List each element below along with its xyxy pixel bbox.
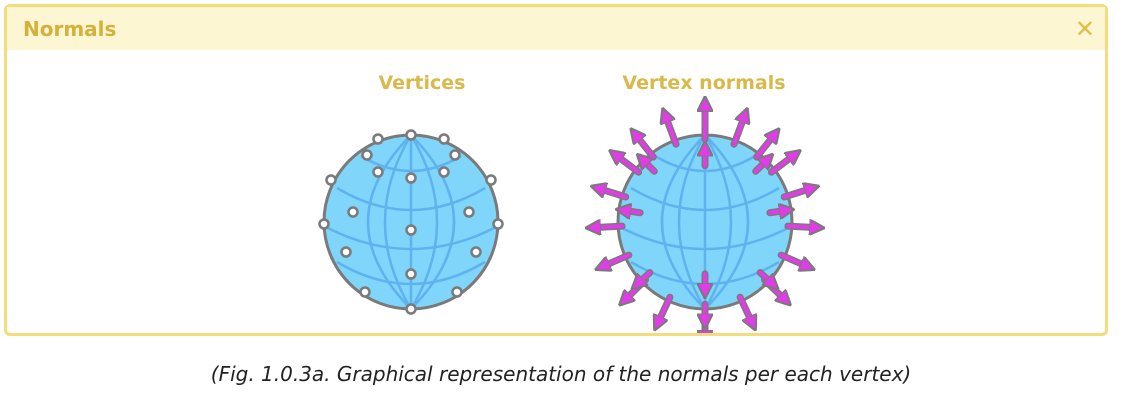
normal-arrow (731, 118, 744, 147)
normal-arrow (769, 157, 792, 175)
normal-arrow (618, 157, 641, 175)
normal-arrow (659, 295, 672, 321)
vertex-point (405, 129, 417, 141)
normal-arrow (596, 226, 625, 227)
vertex-point (492, 218, 504, 230)
vertices-label: Vertices (378, 72, 466, 94)
normal-arrow (626, 211, 643, 213)
vertex-point (470, 246, 482, 258)
vertex-point (438, 166, 450, 178)
normal-arrow (782, 189, 809, 200)
vertex-point (372, 133, 384, 145)
spheres-diagram (318, 50, 1105, 333)
vertex-point (463, 206, 475, 218)
normal-arrow (605, 253, 631, 265)
vertex-normals-sphere (596, 107, 814, 333)
figure-caption: (Fig. 1.0.3a. Graphical representation o… (210, 362, 912, 386)
normal-arrow (666, 118, 679, 147)
vertex-point (405, 224, 417, 236)
vertex-point (340, 246, 352, 258)
vertex-point (485, 174, 497, 186)
vertex-point (451, 286, 463, 298)
figure-area: Vertices Vertex normals (7, 50, 1105, 333)
vertex-point (361, 149, 373, 161)
vertex-points (318, 129, 504, 315)
normal-arrow (637, 137, 656, 160)
vertex-point (318, 218, 330, 230)
vertices-sphere (318, 129, 504, 315)
normal-arrow (640, 270, 652, 282)
normal-arrow (785, 226, 814, 227)
vertex-point (405, 172, 417, 184)
normal-arrow (738, 295, 751, 321)
vertex-point (359, 286, 371, 298)
vertex-point (325, 174, 337, 186)
normal-arrows (596, 107, 814, 333)
normal-arrow (767, 211, 784, 213)
normal-arrow (601, 189, 628, 200)
close-icon[interactable]: ✕ (1074, 14, 1095, 43)
vertex-point (347, 206, 359, 218)
vertex-point (405, 303, 417, 315)
normal-arrow (779, 253, 805, 265)
normal-arrow (754, 137, 773, 160)
vertex-point (438, 133, 450, 145)
panel-title: Normals (23, 16, 117, 41)
normals-panel: Normals ✕ Vertices Vertex normals (4, 4, 1108, 336)
vertex-point (372, 166, 384, 178)
sphere-grid-lines (323, 134, 499, 310)
normal-arrow (753, 161, 766, 174)
normal-arrow (758, 270, 770, 282)
vertex-point (449, 149, 461, 161)
panel-header: Normals ✕ (7, 7, 1105, 50)
vertex-point (405, 268, 417, 280)
vertex-normals-label: Vertex normals (622, 72, 786, 94)
normal-arrow (644, 161, 657, 174)
